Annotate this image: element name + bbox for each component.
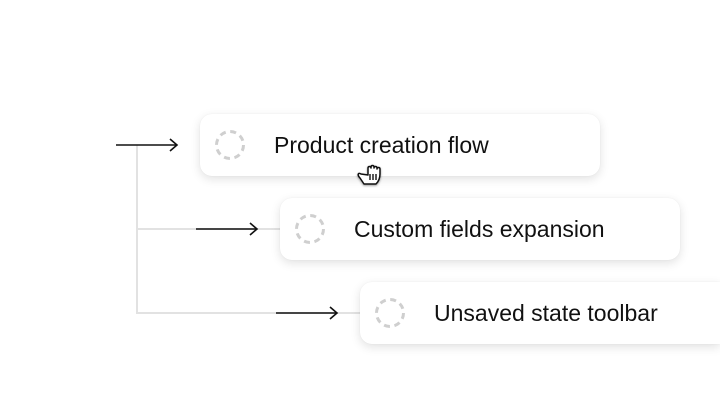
dashed-circle-icon [295,214,325,244]
grab-hand-icon [357,164,381,185]
item-label: Custom fields expansion [354,216,605,242]
tree-branch-connector [136,312,360,314]
dashed-circle-icon [375,298,405,328]
arrow-right-icon [196,222,259,236]
list-item-card[interactable]: Unsaved state toolbar [360,282,720,344]
dashed-circle-icon [215,130,245,160]
item-label: Product creation flow [274,132,489,158]
arrow-right-icon [116,138,179,152]
list-item-card[interactable]: Custom fields expansion [280,198,680,260]
item-label: Unsaved state toolbar [434,300,658,326]
list-item-card[interactable]: Product creation flow [200,114,600,176]
arrow-right-icon [276,306,339,320]
